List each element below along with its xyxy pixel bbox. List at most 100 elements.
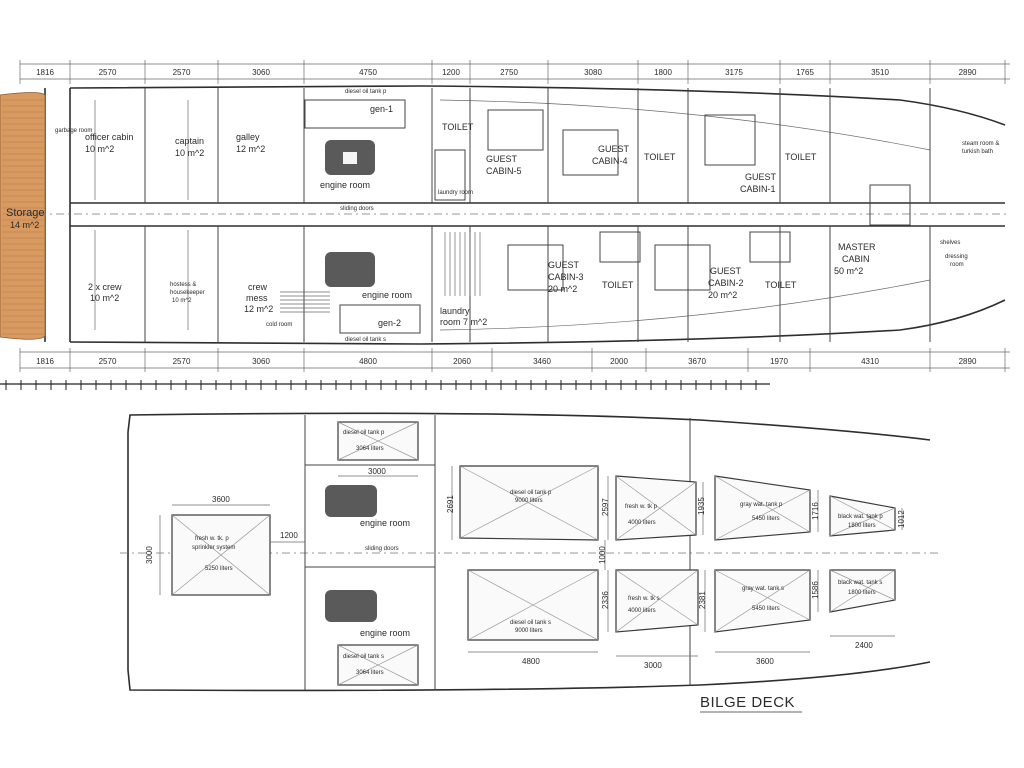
black-s-l: 1800 liters: [848, 590, 876, 596]
toilet4-label: TOILET: [602, 280, 634, 290]
top-dim-value: 2570: [173, 68, 191, 77]
guest4b-label: CABIN-4: [592, 156, 628, 166]
bottom-dim-value: 2000: [610, 357, 628, 366]
top-dim-value: 3175: [725, 68, 743, 77]
steam2-label: turkish bath: [962, 149, 993, 155]
dim-3600b: 3600: [756, 657, 774, 666]
crewmess-area: 12 m^2: [244, 304, 273, 314]
gray-s-l: 5450 liters: [752, 606, 780, 612]
guest4-label: GUEST: [598, 144, 630, 154]
fresh-p: fresh w. tk p: [625, 504, 658, 510]
top-dim-value: 3510: [871, 68, 889, 77]
guest5b-label: CABIN-5: [486, 166, 522, 176]
dim-1200: 1200: [280, 531, 298, 540]
dim-1586: 1586: [811, 581, 820, 599]
top-dim-value: 1765: [796, 68, 814, 77]
crewmess2-label: mess: [246, 293, 268, 303]
diesel-s-small: diesel oil tank s: [343, 654, 384, 660]
diesel-top-label: diesel oil tank p: [345, 89, 387, 95]
gen1-label: gen-1: [370, 104, 393, 114]
dim-3000: 3000: [145, 546, 154, 564]
black-s: black wat. tank s: [838, 580, 882, 586]
dressing2-label: room: [950, 262, 964, 268]
fresh-p-l: 4000 liters: [628, 520, 656, 526]
steam-label: steam room &: [962, 141, 999, 147]
guest2-label: GUEST: [710, 266, 742, 276]
toilet5-label: TOILET: [765, 280, 797, 290]
bilge-deck-hull: [120, 412, 940, 692]
engine-bottom: [325, 252, 375, 287]
cold-room-label: cold room: [266, 322, 292, 328]
bottom-dim-value: 3670: [688, 357, 706, 366]
black-p-l: 1800 liters: [848, 523, 876, 529]
guest3b-label: CABIN-3: [548, 272, 584, 282]
engine-top-core: [343, 152, 357, 164]
diesel-s-small-l: 3064 liters: [356, 670, 384, 676]
bottom-dim-value: 4800: [359, 357, 377, 366]
hostess-area: 10 m^2: [172, 298, 192, 304]
sliding-doors-label: sliding doors: [340, 206, 374, 212]
galley-label: galley: [236, 132, 260, 142]
storage-label: Storage: [6, 207, 45, 219]
dim-1935: 1935: [697, 497, 706, 515]
laundry2-label: room 7 m^2: [440, 317, 487, 327]
hostess-label: hostess &: [170, 282, 196, 288]
bilge-engine-a: engine room: [360, 518, 410, 528]
guest2b-label: CABIN-2: [708, 278, 744, 288]
bilge-deck-title: BILGE DECK: [700, 694, 795, 711]
diesel-p-l: 9000 liters: [515, 498, 543, 504]
laundry-small-label: laundry room: [438, 190, 473, 196]
bottom-dim-value: 2570: [99, 357, 117, 366]
black-p: black wat. tank p: [838, 514, 883, 520]
storage-area: 14 m^2: [10, 220, 39, 230]
diesel-bottom-label: diesel oil tank s: [345, 337, 386, 343]
dim-3600: 3600: [212, 495, 230, 504]
guest1b-label: CABIN-1: [740, 184, 776, 194]
engine-room-bottom-label: engine room: [362, 290, 412, 300]
guest2-area: 20 m^2: [708, 290, 737, 300]
diesel-p-small: diesel oil tank p: [343, 430, 385, 436]
toilet3-label: TOILET: [785, 152, 817, 162]
bilge-sliding: sliding doors: [365, 546, 399, 552]
crew2-area: 10 m^2: [90, 293, 119, 303]
gen2-label: gen-2: [378, 318, 401, 328]
guest3-area: 20 m^2: [548, 284, 577, 294]
dim-2400: 2400: [855, 641, 873, 650]
dim-2381: 2381: [698, 591, 707, 609]
bottom-dim-value: 2570: [173, 357, 191, 366]
diesel-p: diesel oil tank p: [510, 490, 552, 496]
shelves-label: shelves: [940, 240, 960, 246]
diesel-s: diesel oil tank s: [510, 620, 551, 626]
bottom-dim-value: 3060: [252, 357, 270, 366]
master2-label: CABIN: [842, 254, 870, 264]
bilge-tanks: [171, 421, 896, 686]
bottom-dim-value: 2890: [959, 357, 977, 366]
master-area: 50 m^2: [834, 266, 863, 276]
frame-ruler: [0, 380, 770, 390]
bottom-dim-value: 3460: [533, 357, 551, 366]
master-label: MASTER: [838, 242, 876, 252]
top-dim-value: 4750: [359, 68, 377, 77]
galley-area: 12 m^2: [236, 144, 265, 154]
guest3-label: GUEST: [548, 260, 580, 270]
top-dim-value: 3080: [584, 68, 602, 77]
bilge-engine-top: [325, 485, 377, 517]
fresh-s-l: 4000 liters: [628, 608, 656, 614]
bilge-engine-b: engine room: [360, 628, 410, 638]
dim-2691: 2691: [446, 495, 455, 513]
bilge-engine-bottom: [325, 590, 377, 622]
laundry-label: laundry: [440, 306, 470, 316]
bottom-dim-value: 1816: [36, 357, 54, 366]
dim-1716: 1716: [811, 502, 820, 520]
gray-p-l: 5450 liters: [752, 516, 780, 522]
top-dim-value: 1816: [36, 68, 54, 77]
guest1-label: GUEST: [745, 172, 777, 182]
officer-area: 10 m^2: [85, 144, 114, 154]
stairs: [280, 232, 481, 313]
bottom-dim-value: 1970: [770, 357, 788, 366]
room-labels: Storage 14 m^2 garbage room officer cabi…: [6, 89, 999, 343]
bilge-labels: fresh w. tk. p sprinkler system 5250 lit…: [145, 430, 906, 713]
